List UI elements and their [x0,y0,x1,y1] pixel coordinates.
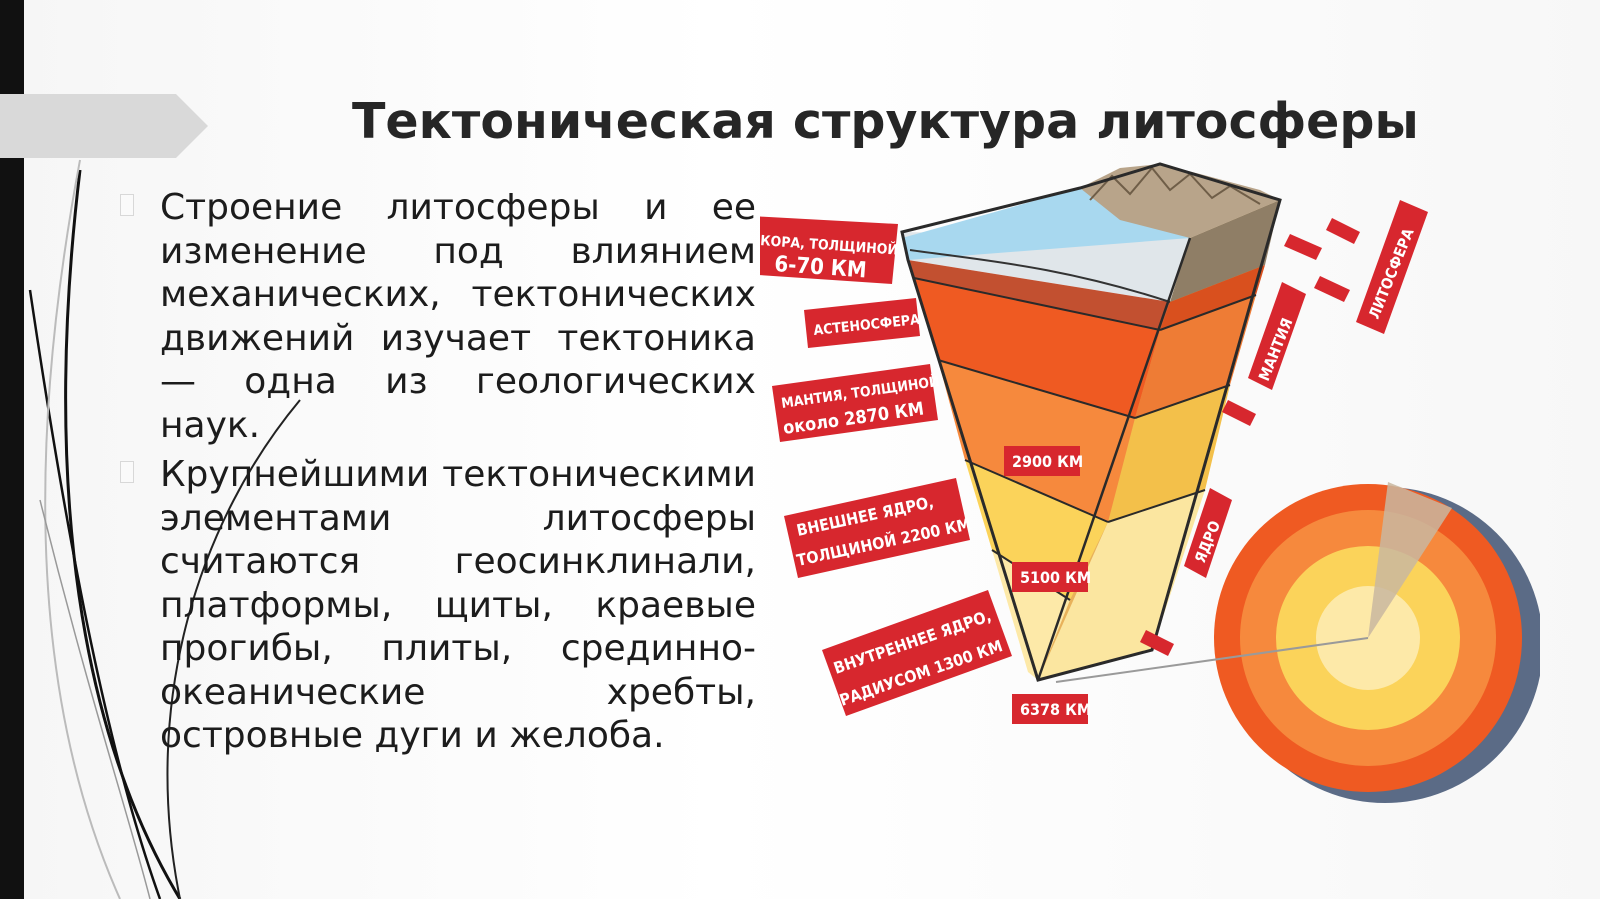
svg-text:2900 КМ: 2900 КМ [1012,452,1083,471]
paragraph-2: Крупнейшими тектоническими элементами ли… [120,453,756,758]
label-asthenosphere: АСТЕНОСФЕРА [804,298,921,348]
bullet-marker [120,461,134,483]
body-text: Строение литосферы и ее изменение под вл… [120,186,756,764]
decorative-curves [28,159,301,899]
svg-text:5100 КМ: 5100 КМ [1020,568,1091,587]
svg-text:6-70 КМ: 6-70 КМ [774,252,868,283]
earth-structure-diagram: КОРА, ТОЛЩИНОЙ 6-70 КМ АСТЕНОСФЕРА МАНТИ… [760,162,1540,803]
depth-label-6378: 6378 КМ [1012,694,1091,724]
title-arrow-banner [0,94,208,158]
bullet-marker [120,194,134,216]
slide-title: Тектоническая структура литосферы [352,93,1419,150]
paragraph-1: Строение литосферы и ее изменение под вл… [120,186,756,447]
earth-cross-section [900,162,1282,682]
label-outer-core: ВНЕШНЕЕ ЯДРО, ТОЛЩИНОЙ 2200 КМ [784,478,973,578]
earth-sphere-illustration [1055,482,1540,803]
paragraph-1-text: Строение литосферы и ее изменение под вл… [160,187,756,446]
depth-label-5100: 5100 КМ [1012,562,1091,592]
paragraph-2-text: Крупнейшими тектоническими элементами ли… [160,454,756,756]
label-crust: КОРА, ТОЛЩИНОЙ 6-70 КМ [760,216,899,284]
depth-label-2900: 2900 КМ [1004,446,1083,476]
svg-text:6378 КМ: 6378 КМ [1020,700,1091,719]
label-lithosphere: ЛИТОСФЕРА [1284,200,1428,334]
label-inner-core: ВНУТРЕННЕЕ ЯДРО, РАДИУСОМ 1300 КМ [822,590,1012,716]
label-mantle-thickness: МАНТИЯ, ТОЛЩИНОЙ около 2870 КМ [772,364,941,442]
